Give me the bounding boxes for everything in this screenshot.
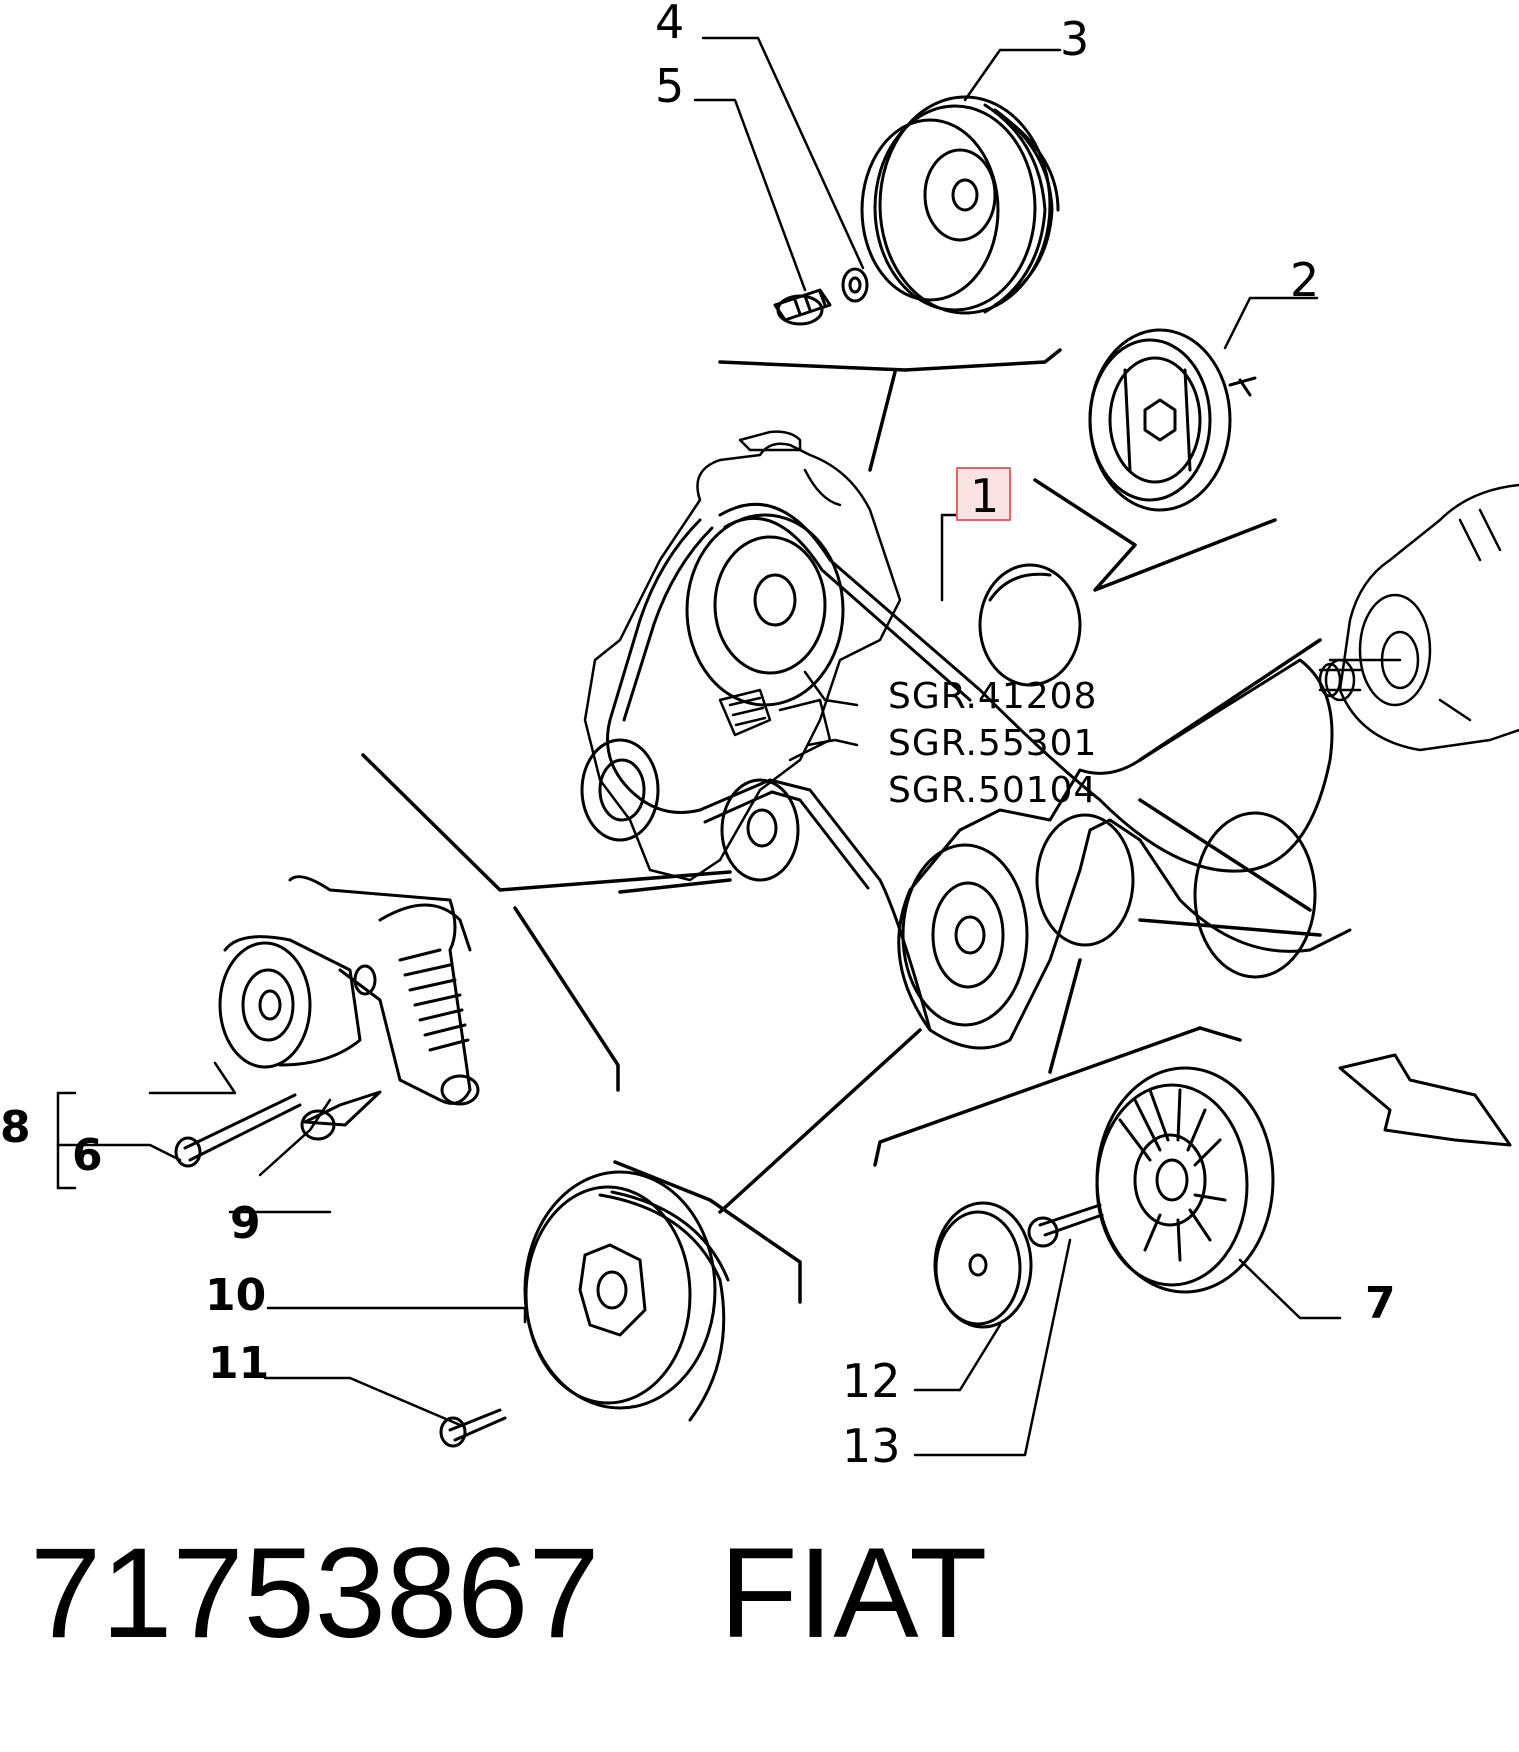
callout-5: 5 xyxy=(655,59,684,113)
part-7-pulley xyxy=(1095,1066,1275,1294)
assembly-lines xyxy=(361,348,1322,1304)
ref-code-1: SGR.41208 xyxy=(888,676,1097,717)
belt-right-pulley xyxy=(1193,811,1317,979)
part-4-washer xyxy=(841,267,869,303)
callout-1-highlight xyxy=(956,467,1011,521)
crank-side-pulley xyxy=(580,738,800,882)
part-3-pulley xyxy=(860,95,1060,315)
part-9-bolt xyxy=(300,1090,382,1141)
belt-side-pulley xyxy=(978,563,1082,687)
leader-lines xyxy=(56,36,1342,1457)
part-13-bolt xyxy=(1027,1203,1104,1248)
direction-arrow xyxy=(1338,1053,1512,1147)
callout-6: 6 xyxy=(72,1130,103,1181)
callout-12: 12 xyxy=(842,1354,901,1408)
callout-4: 4 xyxy=(655,0,684,49)
part-2-pulley xyxy=(1088,328,1257,512)
callout-1: 1 xyxy=(970,469,999,523)
callout-3: 3 xyxy=(1060,12,1089,66)
belt-middle-pulley xyxy=(901,813,1135,1027)
part-6-bolt xyxy=(174,1093,302,1168)
part-number: 71753867 xyxy=(30,1522,600,1665)
brand-name: FIAT xyxy=(719,1522,988,1665)
callout-10: 10 xyxy=(205,1270,266,1321)
crankshaft xyxy=(1318,483,1519,752)
callout-13: 13 xyxy=(842,1419,901,1473)
centre-upper-pulley xyxy=(685,513,845,707)
ref-code-3: SGR.50104 xyxy=(888,770,1097,811)
part-5-bolt xyxy=(773,288,832,326)
callout-2: 2 xyxy=(1290,253,1319,307)
engine-block xyxy=(583,430,902,882)
callout-8: 8 xyxy=(0,1102,31,1153)
part-10-pulley xyxy=(523,1170,730,1422)
callout-11: 11 xyxy=(208,1338,269,1389)
ref-code-2: SGR.55301 xyxy=(888,723,1097,764)
part-12-cap xyxy=(933,1201,1033,1329)
part-11-bolt xyxy=(439,1408,507,1448)
callout-9: 9 xyxy=(230,1198,261,1249)
callout-7: 7 xyxy=(1365,1278,1396,1329)
part-8-tensioner xyxy=(218,875,480,1106)
